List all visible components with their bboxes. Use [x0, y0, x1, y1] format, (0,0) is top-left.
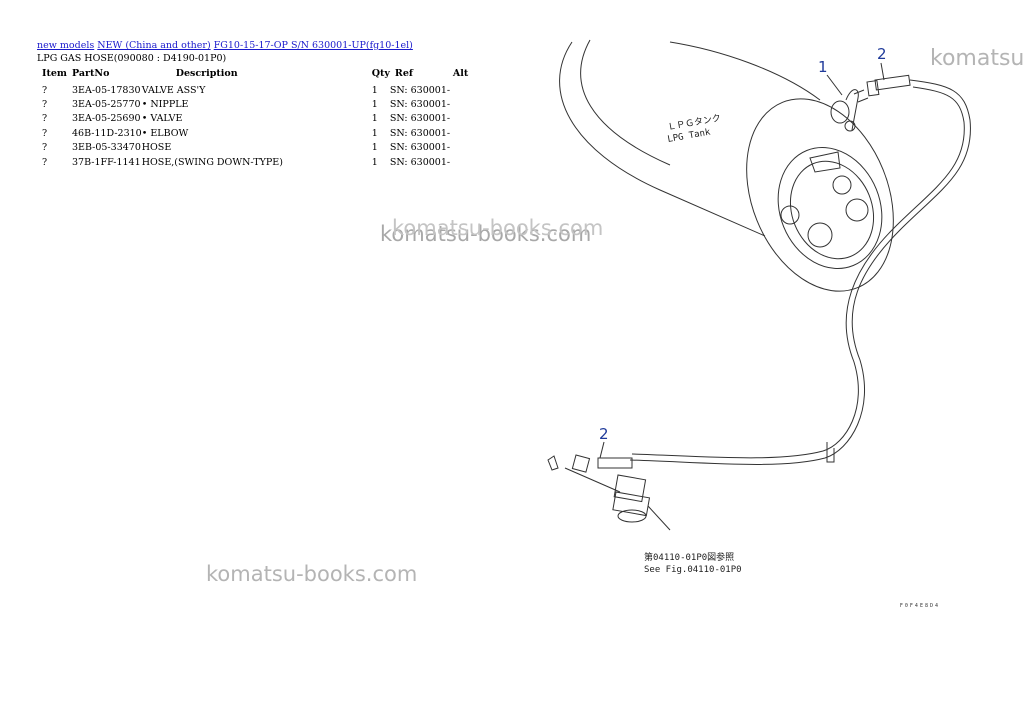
- parts-table: Item PartNo Description Qty Ref Alt ? 3E…: [37, 67, 483, 169]
- callout-2-top: 2: [877, 45, 887, 63]
- table-row: ? 46B-11D-2310 • ELBOW 1 SN: 630001-: [37, 126, 483, 140]
- table-header-row: Item PartNo Description Qty Ref Alt: [37, 67, 483, 83]
- cell-ref: SN: 630001-: [389, 142, 451, 154]
- header-item: Item: [42, 68, 67, 79]
- drawing-code: F0F4E8D4: [899, 603, 940, 609]
- ref-note-en: See Fig.04110-01P0: [644, 565, 742, 575]
- cell-description: • NIPPLE: [141, 99, 189, 111]
- cell-qty: 1: [371, 84, 378, 96]
- cell-alt: [453, 97, 483, 111]
- table-row: ? 3EA-05-17830 VALVE ASS'Y 1 SN: 630001-: [37, 83, 483, 97]
- cell-ref: SN: 630001-: [389, 113, 451, 125]
- cell-description: • ELBOW: [141, 127, 189, 139]
- lpg-tank: [559, 39, 894, 292]
- cell-partno: 3EB-05-33470: [72, 142, 141, 154]
- cell-item: ?: [42, 99, 48, 111]
- watermark-center-shadow: komatsu-books.com: [392, 216, 604, 240]
- watermark-bottom: komatsu-books.com: [206, 562, 418, 586]
- cell-partno: 3EA-05-17830: [72, 84, 141, 96]
- header-alt: Alt: [452, 68, 469, 79]
- valve-assembly: [826, 74, 869, 132]
- breadcrumb-link-model[interactable]: FG10-15-17-OP S/N 630001-UP(fg10-1el): [213, 40, 413, 51]
- cell-alt: [453, 141, 483, 155]
- page-title: LPG GAS HOSE(090080 : D4190-01P0): [37, 53, 227, 64]
- cell-partno: 37B-1FF-1141: [72, 156, 141, 168]
- breadcrumb-link-region[interactable]: NEW (China and other): [97, 40, 211, 51]
- watermark-center: komatsu-books.com: [380, 222, 592, 246]
- cell-item: ?: [42, 142, 48, 154]
- ref-note-jp: 第04110-01P0図参照: [644, 551, 734, 563]
- cell-partno: 46B-11D-2310: [72, 127, 142, 139]
- cell-description: VALVE ASS'Y: [141, 84, 206, 96]
- table-row: ? 3EA-05-25690 • VALVE 1 SN: 630001-: [37, 112, 483, 126]
- table-row: ? 3EA-05-25770 • NIPPLE 1 SN: 630001-: [37, 97, 483, 111]
- parts-diagram: 1 2 2 ＬＰＧタンク LPG Tank 第04110-01P0図参照 See…: [547, 39, 971, 575]
- cell-item: ?: [42, 127, 48, 139]
- cell-partno: 3EA-05-25770: [72, 99, 141, 111]
- callout-1: 1: [818, 58, 828, 76]
- cell-alt: [453, 126, 483, 140]
- header-description: Description: [175, 68, 238, 79]
- cell-qty: 1: [371, 142, 378, 154]
- header-qty: Qty: [371, 68, 390, 79]
- breadcrumb: new models NEW (China and other) FG10-15…: [37, 40, 413, 51]
- regulator: [564, 467, 671, 531]
- cell-item: ?: [42, 113, 48, 125]
- upper-hose-connector: [866, 62, 911, 97]
- callout-2-bottom: 2: [599, 425, 609, 443]
- cell-partno: 3EA-05-25690: [72, 113, 141, 125]
- header-partno: PartNo: [72, 68, 110, 79]
- cell-qty: 1: [371, 99, 378, 111]
- cell-alt: [453, 155, 483, 169]
- table-row: ? 37B-1FF-1141 HOSE,(SWING DOWN-TYPE) 1 …: [37, 155, 483, 169]
- cell-ref: SN: 630001-: [389, 127, 451, 139]
- cell-alt: [453, 112, 483, 126]
- cell-alt: [453, 83, 483, 97]
- hose-line: [629, 79, 971, 465]
- table-row: ? 3EB-05-33470 HOSE 1 SN: 630001-: [37, 141, 483, 155]
- cell-qty: 1: [371, 156, 378, 168]
- cell-description: HOSE: [141, 142, 172, 154]
- cell-qty: 1: [371, 127, 378, 139]
- cell-description: HOSE,(SWING DOWN-TYPE): [141, 156, 283, 168]
- cell-item: ?: [42, 84, 48, 96]
- breadcrumb-link-new-models[interactable]: new models: [37, 40, 95, 51]
- cell-description: • VALVE: [141, 113, 183, 125]
- cell-ref: SN: 630001-: [389, 156, 451, 168]
- lower-hose-connector: [547, 441, 633, 473]
- header-ref: Ref: [394, 68, 413, 79]
- cell-ref: SN: 630001-: [389, 99, 451, 111]
- watermark-top-right: komatsu: [930, 46, 1024, 71]
- cell-item: ?: [42, 156, 48, 168]
- cell-qty: 1: [371, 113, 378, 125]
- cell-ref: SN: 630001-: [389, 84, 451, 96]
